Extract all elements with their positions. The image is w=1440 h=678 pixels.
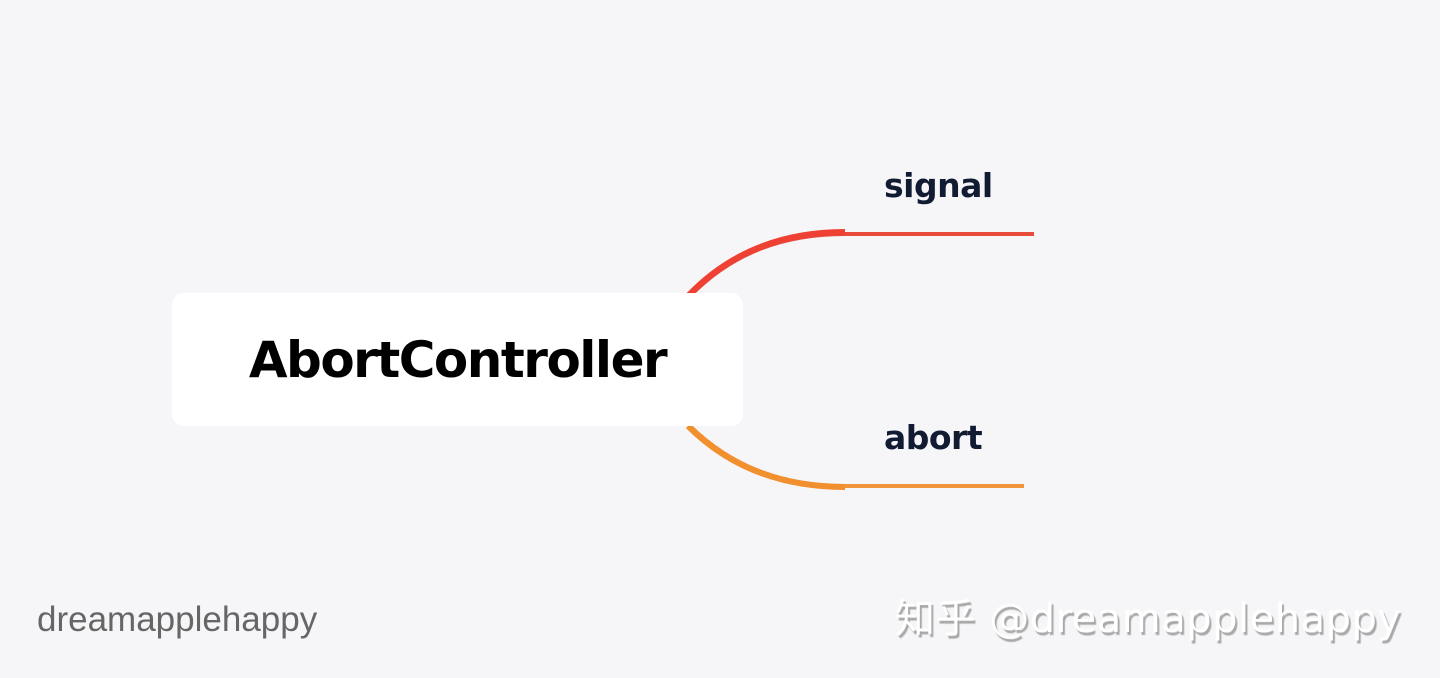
child-node-signal[interactable]: signal (884, 166, 993, 205)
root-node-label: AbortController (248, 330, 668, 389)
branch-line-signal-taper (685, 229, 846, 299)
watermark: 知乎 @dreamapplehappy (895, 596, 1402, 642)
branch-line-signal (688, 232, 1034, 298)
child-node-abort[interactable]: abort (884, 418, 983, 457)
author-label: dreamapplehappy (37, 600, 318, 639)
root-node[interactable]: AbortController (172, 293, 743, 426)
branch-line-abort-taper (685, 423, 846, 490)
